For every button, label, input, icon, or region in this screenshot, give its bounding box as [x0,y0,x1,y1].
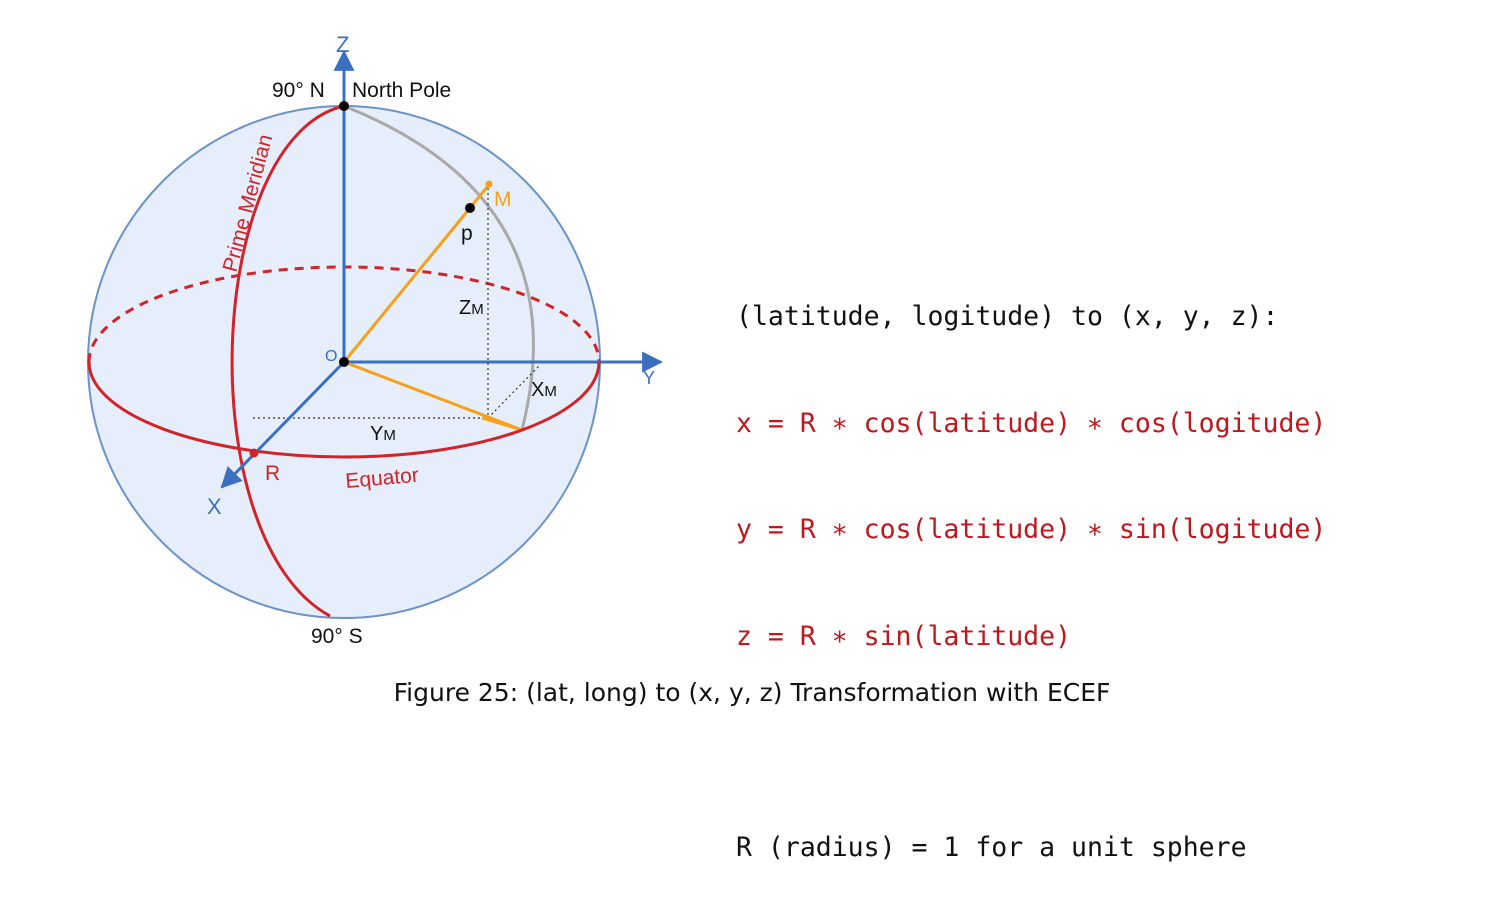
prime-meridian [230,104,345,618]
op-vector [342,185,490,363]
point-r-label: R [265,462,280,485]
origin-label: O [325,348,337,365]
z-m-label: ZM [459,297,484,319]
formula-header: (latitude, logitude) to (x, y, z): [736,301,1279,332]
point-m [485,180,493,188]
conversion-formula-block: (latitude, logitude) to (x, y, z): x = R… [736,228,1326,901]
x-m-label: XM [531,379,557,401]
point-p-label: p [461,222,473,245]
point-p [465,203,475,213]
projection-base-line [481,416,523,432]
meridian-arc-m [343,104,535,431]
x-axis [220,360,346,489]
north-pole-point [339,101,349,111]
north-latitude-label: 90° N [272,79,325,102]
point-m-label: M [494,188,512,211]
z-axis-label: Z [336,32,349,57]
formula-z-equation: z = R ∗ sin(latitude) [736,620,1072,652]
formula-x-equation: x = R ∗ cos(latitude) ∗ cos(logitude) [736,407,1327,439]
north-pole-label: North Pole [352,79,451,102]
equator-front [87,361,601,459]
south-latitude-label: 90° S [311,625,363,648]
ecef-sphere-diagram: Z Y X 90° N North Pole 90° S Prime Merid… [87,32,664,648]
x-axis-label: X [207,494,222,519]
formula-y-equation: y = R ∗ cos(latitude) ∗ sin(logitude) [736,514,1327,545]
y-m-label: YM [370,423,396,445]
point-r [249,448,259,458]
figure-caption: Figure 25: (lat, long) to (x, y, z) Tran… [393,678,1111,707]
formula-radius-note: R (radius) = 1 for a unit sphere [736,832,1247,863]
origin-point [339,357,349,367]
x-m-dotted-line [487,364,541,419]
y-axis-label: Y [643,368,655,388]
o-projection-line [343,360,523,432]
